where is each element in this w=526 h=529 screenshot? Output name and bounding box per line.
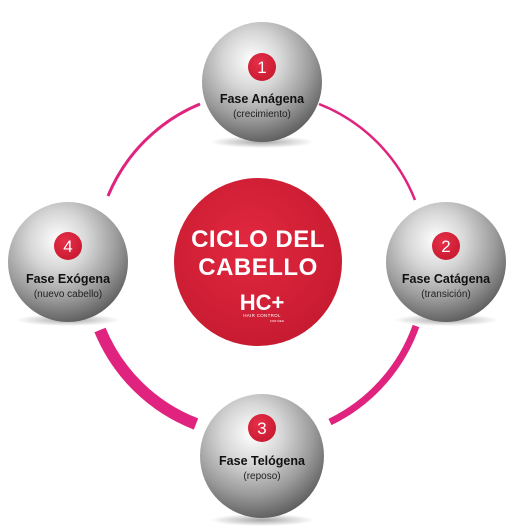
phase-3-title: Fase Telógena — [219, 454, 306, 468]
phase-4-number: 4 — [63, 237, 72, 256]
phase-1-node: 1 Fase Anágena (crecimiento) — [202, 22, 322, 148]
phase-2-title: Fase Catágena — [402, 272, 491, 286]
phase-1-title: Fase Anágena — [220, 92, 305, 106]
phase-4-node: 4 Fase Exógena (nuevo cabello) — [8, 202, 128, 326]
phase-4-title: Fase Exógena — [26, 272, 111, 286]
ring-arc-2-3 — [328, 324, 420, 426]
center-circle: CICLO DEL CABELLO HC+ HAIR CONTROL FOR M… — [174, 178, 342, 346]
phase-3-number: 3 — [257, 419, 266, 438]
hc-logo: HC+ HAIR CONTROL FOR MEN — [240, 290, 285, 323]
ring-arc-1-2 — [318, 102, 417, 201]
center-title-line1: CICLO DEL — [191, 226, 325, 253]
phase-1-number-badge — [248, 53, 276, 81]
logo-sub-text: HAIR CONTROL — [243, 313, 281, 318]
phase-4-subtitle: (nuevo cabello) — [34, 289, 102, 300]
logo-tiny-text: FOR MEN — [270, 319, 284, 323]
phase-2-number: 2 — [441, 237, 450, 256]
phase-2-subtitle: (transición) — [421, 289, 470, 300]
center-title-line2: CABELLO — [198, 254, 318, 281]
ring-arc-3-4 — [94, 327, 199, 430]
phase-3-number-badge — [248, 414, 276, 442]
ring-arc-1-2-left — [106, 102, 201, 197]
logo-main-text: HC+ — [240, 290, 285, 315]
phase-2-node: 2 Fase Catágena (transición) — [386, 202, 506, 326]
phase-1-number: 1 — [257, 58, 266, 77]
cycle-ring — [94, 102, 420, 430]
phase-4-number-badge — [54, 232, 82, 260]
phase-3-node: 3 Fase Telógena (reposo) — [200, 394, 324, 526]
phase-2-number-badge — [432, 232, 460, 260]
phase-3-subtitle: (reposo) — [243, 471, 280, 482]
phase-1-subtitle: (crecimiento) — [233, 109, 291, 120]
